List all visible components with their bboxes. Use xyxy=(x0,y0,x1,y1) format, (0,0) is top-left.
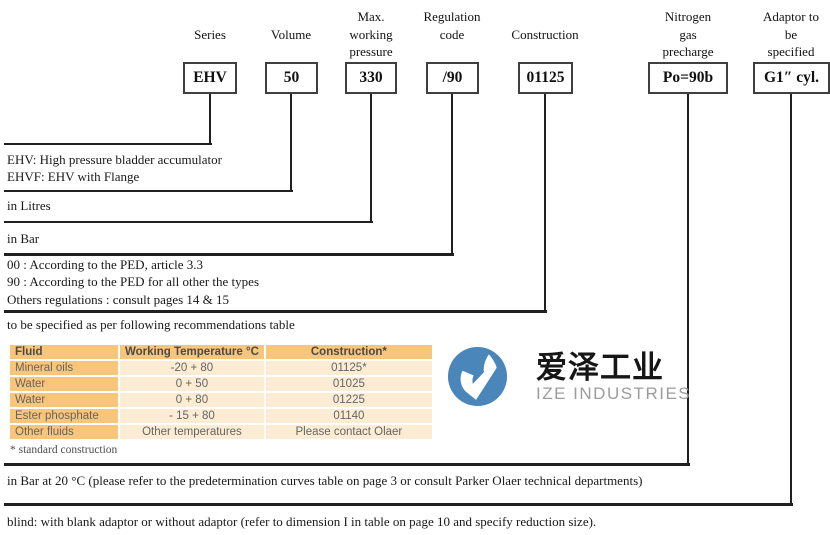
note-precharge: in Bar at 20 °C (please refer to the pre… xyxy=(7,473,643,488)
column-label-regulation: Regulation code xyxy=(423,9,481,42)
ize-logo-icon xyxy=(447,346,508,407)
ize-logo-name-cn: 爱泽工业 xyxy=(536,349,664,385)
fluid-table-header-fluid: Fluid xyxy=(10,345,118,359)
volume-connector-vline xyxy=(290,94,292,192)
series-connector-hline xyxy=(4,143,212,145)
precharge-connector-hline xyxy=(4,463,690,466)
fluid-table: Fluid Working Temperature °C Constructio… xyxy=(8,343,434,441)
note-regulation: 00 : According to the PED, article 3.3 9… xyxy=(7,256,259,308)
code-box-construction: 01125 xyxy=(518,62,573,94)
construction-cell: 01225 xyxy=(265,393,432,407)
table-footnote: * standard construction xyxy=(10,444,118,456)
construction-cell: 01125* xyxy=(265,361,432,375)
note-pressure: in Bar xyxy=(7,231,40,246)
fluid-cell: Mineral oils xyxy=(10,361,118,375)
table-row: Mineral oils -20 + 80 01125* xyxy=(10,361,432,375)
column-label-construction: Construction xyxy=(511,27,579,42)
ize-logo-name-en: IZE INDUSTRIES xyxy=(536,383,692,403)
construction-cell: 01025 xyxy=(265,377,432,391)
column-label-volume: Volume xyxy=(270,27,312,42)
note-adaptor: blind: with blank adaptor or without ada… xyxy=(7,514,597,529)
note-volume: in Litres xyxy=(7,198,51,213)
construction-cell: 01140 xyxy=(265,409,432,423)
adaptor-connector-vline xyxy=(790,94,792,505)
temperature-cell: -20 + 80 xyxy=(120,361,264,375)
code-box-volume: 50 xyxy=(265,62,318,94)
series-connector-vline xyxy=(209,94,211,145)
column-label-adaptor: Adaptor to be specified xyxy=(763,9,819,59)
temperature-cell: - 15 + 80 xyxy=(120,409,264,423)
code-box-adaptor: G1″ cyl. xyxy=(753,62,830,94)
table-row: Ester phosphate - 15 + 80 01140 xyxy=(10,409,432,423)
fluid-table-header-temperature: Working Temperature °C xyxy=(120,345,264,359)
fluid-cell: Water xyxy=(10,393,118,407)
fluid-table-header-construction: Construction* xyxy=(265,345,432,359)
volume-connector-hline xyxy=(4,190,293,192)
code-box-pressure: 330 xyxy=(345,62,397,94)
note-construction: to be specified as per following recomme… xyxy=(7,317,295,332)
table-row: Water 0 + 50 01025 xyxy=(10,377,432,391)
construction-connector-vline xyxy=(544,94,546,312)
table-row: Other fluids Other temperatures Please c… xyxy=(10,425,432,439)
table-row: Water 0 + 80 01225 xyxy=(10,393,432,407)
fluid-cell: Other fluids xyxy=(10,425,118,439)
construction-cell: Please contact Olaer xyxy=(265,425,432,439)
fluid-table-header-row: Fluid Working Temperature °C Constructio… xyxy=(10,345,432,359)
column-label-precharge: Nitrogen gas precharge xyxy=(662,9,714,59)
note-regulation-line3: Others regulations : consult pages 14 & … xyxy=(7,291,230,307)
note-series: EHV: High pressure bladder accumulator E… xyxy=(7,151,222,186)
ize-logo-text: 爱泽工业 IZE INDUSTRIES xyxy=(536,351,691,403)
temperature-cell: Other temperatures xyxy=(120,425,264,439)
code-box-regulation: /90 xyxy=(426,62,479,94)
regulation-connector-hline xyxy=(4,253,454,256)
temperature-cell: 0 + 80 xyxy=(120,393,264,407)
ize-logo: 爱泽工业 IZE INDUSTRIES xyxy=(446,345,691,408)
fluid-cell: Water xyxy=(10,377,118,391)
code-box-precharge: Po=90b xyxy=(648,62,728,94)
note-series-line1: EHV: High pressure bladder accumulator xyxy=(7,152,222,167)
pressure-connector-vline xyxy=(370,94,372,223)
precharge-connector-vline xyxy=(687,94,689,465)
column-label-pressure: Max. working pressure xyxy=(349,9,393,59)
temperature-cell: 0 + 50 xyxy=(120,377,264,391)
note-regulation-line1: 00 : According to the PED, article 3.3 xyxy=(7,257,204,272)
pressure-connector-hline xyxy=(4,221,373,223)
adaptor-connector-hline xyxy=(4,503,793,506)
column-label-series: Series xyxy=(194,27,226,42)
note-regulation-line2: 90 : According to the PED for all other … xyxy=(7,274,260,290)
code-box-series: EHV xyxy=(183,62,237,94)
fluid-cell: Ester phosphate xyxy=(10,409,118,423)
construction-connector-hline xyxy=(4,310,547,313)
note-series-line2: EHVF: EHV with Flange xyxy=(7,169,140,185)
regulation-connector-vline xyxy=(451,94,453,255)
